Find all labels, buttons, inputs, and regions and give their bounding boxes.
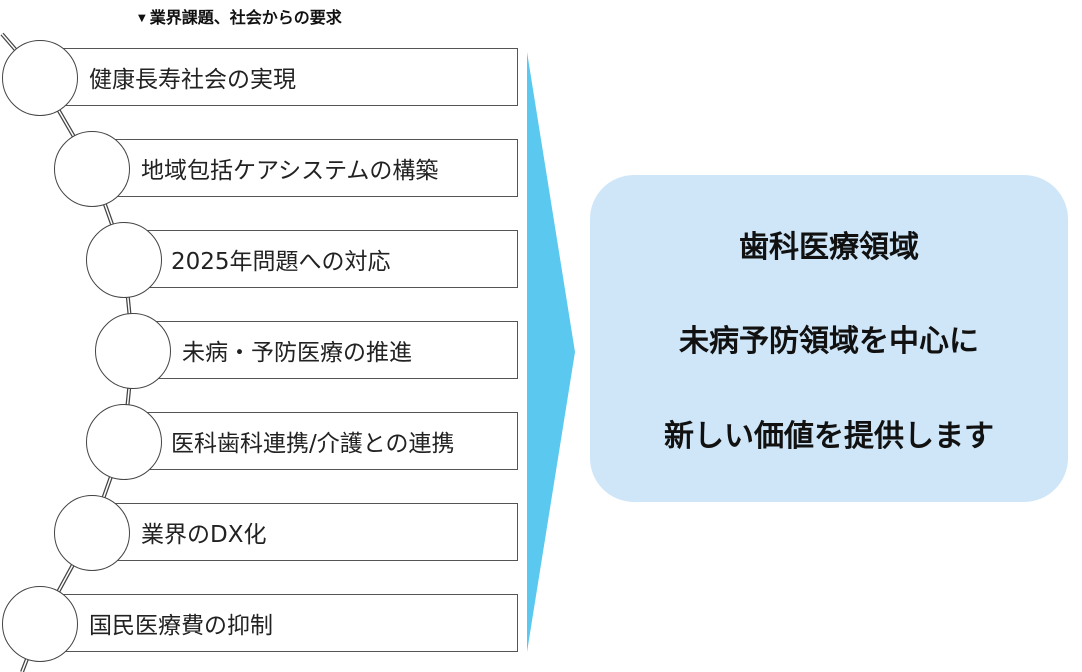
item-box-7: 国民医療費の抑制 xyxy=(40,594,518,652)
item-box-4: 未病・予防医療の推進 xyxy=(133,321,518,379)
item-circle-7 xyxy=(2,586,78,662)
item-box-6: 業界のDX化 xyxy=(92,503,518,561)
result-callout: 歯科医療領域 未病予防領域を中心に 新しい価値を提供します xyxy=(590,175,1068,502)
chevron-right-arrow-icon xyxy=(527,52,575,652)
item-box-2: 地域包括ケアシステムの構築 xyxy=(92,139,518,197)
item-label: 医科歯科連携/介護との連携 xyxy=(171,431,455,457)
item-circle-3 xyxy=(86,222,162,298)
section-heading: ▼業界課題、社会からの要求 xyxy=(138,4,342,28)
item-box-5: 医科歯科連携/介護との連携 xyxy=(124,412,518,470)
item-box-3: 2025年問題への対応 xyxy=(124,230,518,288)
item-circle-4 xyxy=(95,313,171,389)
item-label: 業界のDX化 xyxy=(141,522,267,548)
item-circle-2 xyxy=(54,131,130,207)
triangle-marker-icon: ▼ xyxy=(138,13,146,24)
section-heading-text: 業界課題、社会からの要求 xyxy=(149,8,342,27)
item-label: 未病・予防医療の推進 xyxy=(182,340,412,366)
item-circle-1 xyxy=(2,40,78,116)
item-box-1: 健康長寿社会の実現 xyxy=(40,48,518,106)
item-label: 2025年問題への対応 xyxy=(171,249,391,275)
result-line-1: 歯科医療領域 xyxy=(739,230,919,266)
result-line-2: 未病予防領域を中心に xyxy=(679,324,979,360)
item-circle-5 xyxy=(86,404,162,480)
item-label: 国民医療費の抑制 xyxy=(89,613,273,639)
item-label: 地域包括ケアシステムの構築 xyxy=(141,158,439,184)
result-line-3: 新しい価値を提供します xyxy=(664,418,994,454)
item-circle-6 xyxy=(54,495,130,571)
item-label: 健康長寿社会の実現 xyxy=(89,67,296,93)
